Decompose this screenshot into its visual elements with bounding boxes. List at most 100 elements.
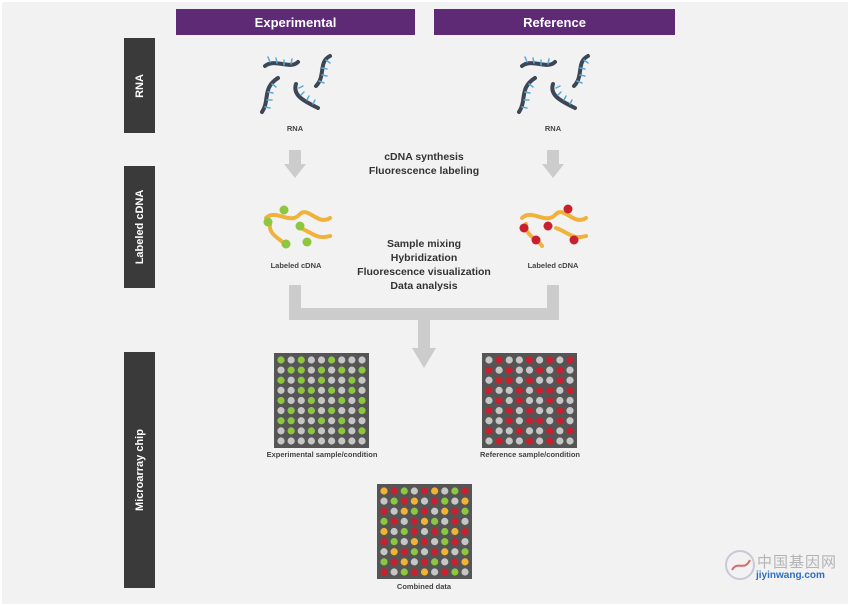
labeled-cdna-right xyxy=(519,204,588,248)
chip-spot xyxy=(380,517,388,525)
chip-spot xyxy=(410,517,418,525)
chip-spot xyxy=(297,386,305,394)
chip-spot xyxy=(420,548,429,556)
chip-spot xyxy=(420,558,429,566)
chip-spot xyxy=(536,386,544,394)
chip-spot xyxy=(380,538,388,546)
chip-spot xyxy=(461,548,469,556)
chip-spot xyxy=(390,507,398,515)
chip-spot xyxy=(515,376,523,384)
chip-spot xyxy=(420,487,429,495)
chip-spot xyxy=(410,507,418,515)
chip-spot xyxy=(546,376,554,384)
chip-spot xyxy=(485,356,493,364)
chip-spot xyxy=(317,366,326,374)
chip-spot xyxy=(420,507,429,515)
chip-spot xyxy=(536,366,544,374)
chip-spot xyxy=(338,407,346,415)
chip-spot xyxy=(525,366,534,374)
chip-spot xyxy=(420,527,429,536)
caption-chip-reference: Reference sample/condition xyxy=(479,450,581,459)
chip-spot xyxy=(485,437,493,445)
chip-spot xyxy=(348,376,356,384)
chip-spot xyxy=(485,427,493,435)
chip-spot xyxy=(400,538,408,546)
chip-spot xyxy=(338,427,346,435)
chip-spot xyxy=(380,548,388,556)
chip-spot xyxy=(390,497,398,505)
chip-spot xyxy=(515,407,523,415)
chip-spot xyxy=(546,417,554,425)
chip-spot xyxy=(451,527,459,536)
chip-spot xyxy=(546,366,554,374)
chip-spot xyxy=(287,376,295,384)
chip-spot xyxy=(536,376,544,384)
step-processing-line: Hybridization xyxy=(390,252,458,264)
reference-header: Reference xyxy=(434,9,675,35)
sidebar-microarray-chip: Microarray chip xyxy=(124,352,155,588)
chip-spot xyxy=(348,417,356,425)
chip-spot xyxy=(431,568,439,576)
chip-spot xyxy=(338,356,346,364)
chip-spot xyxy=(380,507,388,515)
chip-spot xyxy=(451,538,459,546)
chip-spot xyxy=(307,356,315,364)
chip-spot xyxy=(317,376,326,384)
chip-spot xyxy=(546,386,554,394)
chip-spot xyxy=(287,356,295,364)
chip-spot xyxy=(400,507,408,515)
chip-spot xyxy=(566,356,574,364)
chip-spot xyxy=(566,437,574,445)
chip-spot xyxy=(566,407,574,415)
chip-spot xyxy=(495,356,503,364)
chip-spot xyxy=(505,366,513,374)
chip-spot xyxy=(556,407,564,415)
chip-spot xyxy=(515,437,523,445)
chip-spot xyxy=(556,427,564,435)
chip-spot xyxy=(348,407,356,415)
chip-spot xyxy=(400,497,408,505)
labeled-cdna-left xyxy=(263,205,332,249)
chip-spot xyxy=(277,427,285,435)
chip-reference xyxy=(482,353,577,448)
chip-spot xyxy=(390,527,398,536)
chip-spot xyxy=(461,487,469,495)
caption-cdna-right: Labeled cDNA xyxy=(527,261,579,270)
chip-spot xyxy=(505,356,513,364)
chip-spot xyxy=(566,386,574,394)
chip-spot xyxy=(461,497,469,505)
chip-spot xyxy=(380,487,388,495)
chip-spot xyxy=(297,396,305,405)
chip-spot xyxy=(495,366,503,374)
chip-spot xyxy=(317,386,326,394)
chip-spot xyxy=(495,417,503,425)
chip-spot xyxy=(495,396,503,405)
chip-spot xyxy=(287,417,295,425)
chip-spot xyxy=(338,417,346,425)
chip-spot xyxy=(525,417,534,425)
chip-spot xyxy=(410,538,418,546)
chip-spot xyxy=(287,366,295,374)
chip-spot xyxy=(328,366,336,374)
chip-spot xyxy=(525,356,534,364)
rna-strands-right xyxy=(517,54,590,114)
chip-spot xyxy=(556,366,564,374)
chip-spot xyxy=(525,386,534,394)
chip-spot xyxy=(317,427,326,435)
chip-spot xyxy=(307,417,315,425)
experimental-header: Experimental xyxy=(176,9,415,35)
chip-spot xyxy=(328,396,336,405)
chip-spot xyxy=(505,386,513,394)
chip-experimental xyxy=(274,353,369,448)
chip-spot xyxy=(505,427,513,435)
chip-spot xyxy=(390,517,398,525)
step-synthesis-line: cDNA synthesis xyxy=(384,151,464,163)
chip-spot xyxy=(556,396,564,405)
chip-spot xyxy=(505,376,513,384)
chip-spot xyxy=(451,568,459,576)
chip-spot xyxy=(420,497,429,505)
chip-spot xyxy=(358,376,366,384)
chip-spot xyxy=(277,386,285,394)
chip-spot xyxy=(277,407,285,415)
